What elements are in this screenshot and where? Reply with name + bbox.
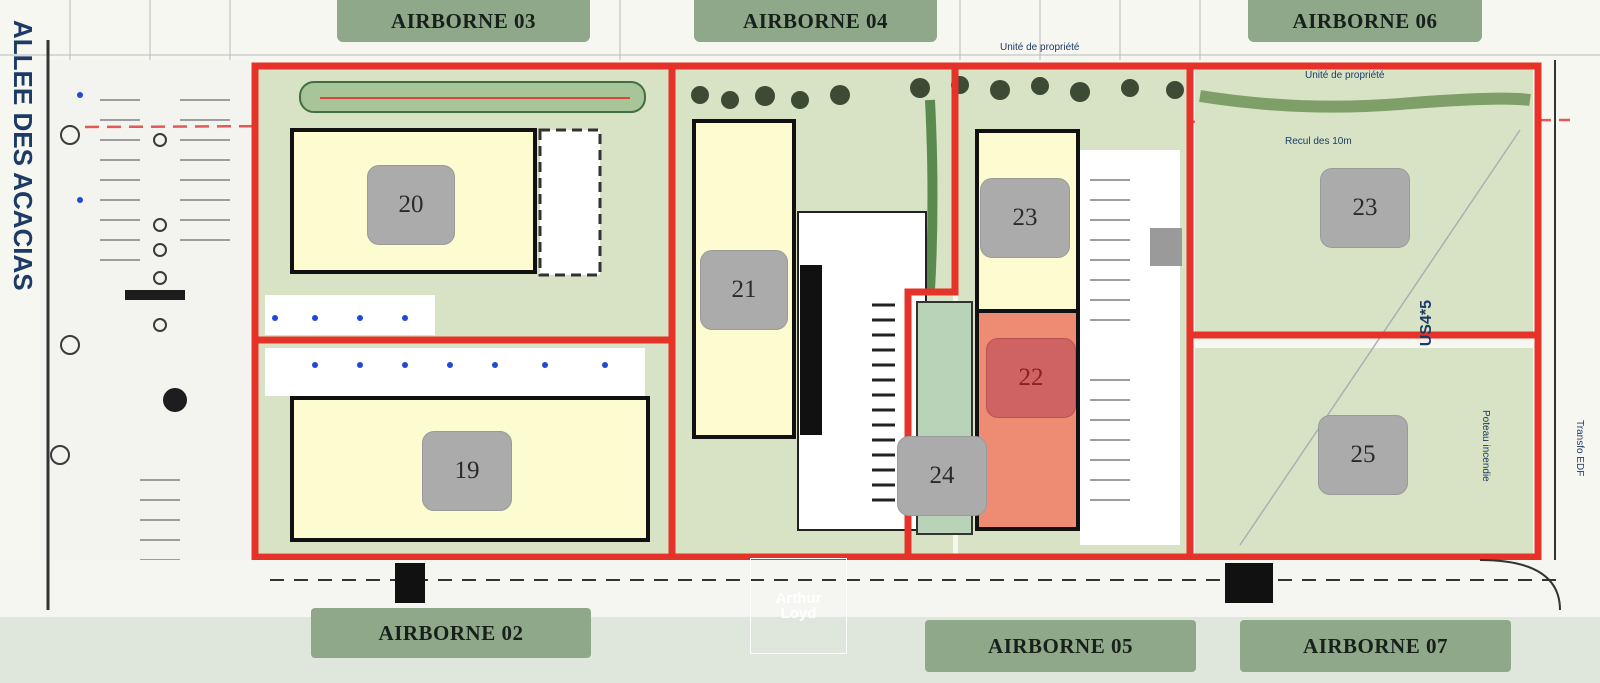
light-dots-blue <box>77 92 608 368</box>
crosswalk-left <box>395 563 425 603</box>
parking-row-19 <box>265 348 645 396</box>
plan-note-zone-code: US4*5 <box>1418 300 1435 347</box>
tag-airborne-06[interactable]: AIRBORNE 06 <box>1248 0 1482 42</box>
lot-badge-19[interactable]: 19 <box>422 431 512 511</box>
tag-airborne-04[interactable]: AIRBORNE 04 <box>694 0 937 42</box>
parking-stripes-right-middle <box>1090 179 1130 501</box>
plan-note-property-unit-top: Unité de propriété <box>1000 42 1080 53</box>
lot-badge-22[interactable]: 22 <box>986 338 1076 418</box>
crosswalk-right <box>1225 563 1273 603</box>
tag-airborne-02[interactable]: AIRBORNE 02 <box>311 608 591 658</box>
plan-note-setback: Recul des 10m <box>1285 136 1352 147</box>
top-plan-lines <box>0 0 1600 60</box>
street-name-label: ALLEE DES ACACIAS <box>8 20 38 291</box>
lot-badge-21[interactable]: 21 <box>700 250 788 330</box>
utility-box <box>1150 228 1182 266</box>
parking-structure-stripes <box>872 303 895 502</box>
lot-badge-24[interactable]: 24 <box>897 436 987 516</box>
lot-badge-25[interactable]: 25 <box>1318 415 1408 495</box>
plan-note-edf: Transfo EDF <box>1574 420 1585 477</box>
road-bar <box>125 290 185 300</box>
plan-note-property-unit-right: Unité de propriété <box>1305 70 1385 81</box>
tag-airborne-07[interactable]: AIRBORNE 07 <box>1240 620 1511 672</box>
tag-airborne-03[interactable]: AIRBORNE 03 <box>337 0 590 42</box>
lot-badge-23-right[interactable]: 23 <box>1320 168 1410 248</box>
lot-badge-23-left[interactable]: 23 <box>980 178 1070 258</box>
hedge-vertical <box>925 99 938 291</box>
hedge-strip-top-right <box>1199 90 1531 113</box>
parking-area-left <box>40 60 250 620</box>
bottom-road <box>0 560 1600 618</box>
dashed-annex-lot <box>538 128 602 277</box>
parking-row-20 <box>265 295 435 335</box>
logo-line-2: Loyd <box>780 605 817 622</box>
property-boundaries <box>251 62 1542 561</box>
logo-line-1: Arthur <box>775 590 822 607</box>
structure-dark-core <box>800 265 822 435</box>
plan-note-hydrant: Poteau incendie <box>1480 410 1491 482</box>
parking-lot-right-middle <box>1080 150 1180 545</box>
tag-airborne-05[interactable]: AIRBORNE 05 <box>925 620 1196 672</box>
lot-badge-20[interactable]: 20 <box>367 165 455 245</box>
road-curve <box>1479 559 1561 611</box>
arthur-loyd-logo: Arthur Loyd <box>750 558 847 654</box>
roundabout-marker <box>163 388 187 412</box>
